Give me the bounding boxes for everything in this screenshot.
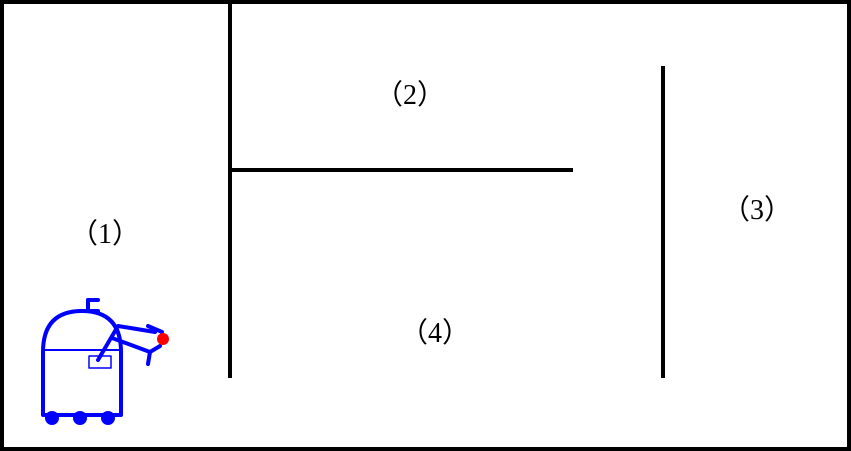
target-ball-icon	[157, 333, 169, 345]
room-label-3: （3）	[722, 195, 793, 226]
room-label-4: （4）	[400, 318, 471, 349]
room-label-2: （2）	[375, 80, 446, 111]
robot-icon	[41, 298, 164, 425]
room-label-1: （1）	[70, 219, 141, 250]
